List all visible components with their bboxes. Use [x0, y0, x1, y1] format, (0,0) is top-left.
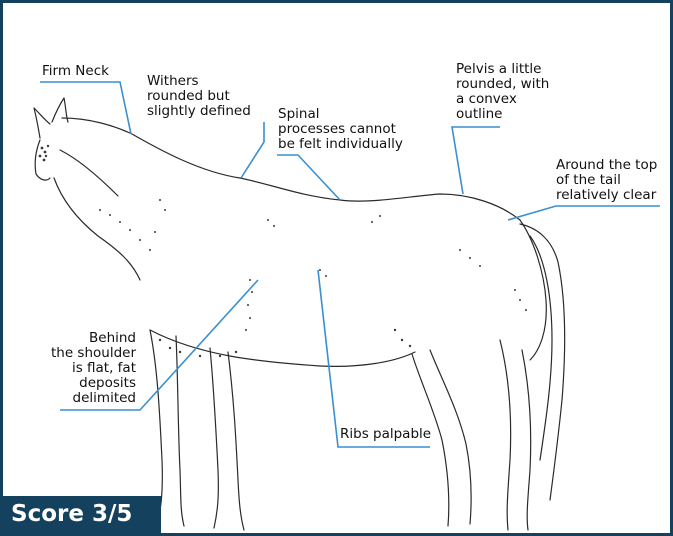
- horse-hind-leg-left-b: [430, 350, 471, 524]
- horse-stipple: [39, 145, 527, 357]
- horse-tail: [520, 224, 565, 500]
- leader-spinal: [277, 155, 340, 200]
- annotation-firm-neck: Firm Neck: [42, 64, 109, 79]
- horse-front-leg-right: [210, 348, 218, 528]
- leader-firm-neck: [40, 82, 131, 134]
- horse-front-leg-left-b: [176, 336, 184, 526]
- annotation-tail: Around the top of the tail relatively cl…: [556, 158, 657, 203]
- horse-hind-leg-right-b: [522, 350, 531, 530]
- score-badge: Score 3/5: [3, 496, 161, 533]
- horse-belly: [150, 330, 415, 366]
- horse-front-leg-right-b: [228, 352, 244, 530]
- horse-front-leg-left: [150, 330, 162, 520]
- annotation-spinal-processes: Spinal processes cannot be felt individu…: [278, 107, 403, 152]
- annotation-ribs: Ribs palpable: [340, 427, 431, 442]
- annotation-withers: Withers rounded but slightly defined: [147, 74, 251, 119]
- leader-withers: [241, 122, 264, 178]
- horse-chest: [54, 178, 140, 280]
- leader-tail: [508, 206, 660, 220]
- leader-pelvis: [452, 127, 500, 194]
- annotation-shoulder: Behind the shoulder is flat, fat deposit…: [16, 331, 136, 406]
- horse-hind-leg-right: [500, 340, 511, 530]
- annotation-pelvis: Pelvis a little rounded, with a convex o…: [456, 62, 549, 122]
- horse-neck-under: [60, 150, 118, 196]
- horse-outline: [34, 98, 565, 530]
